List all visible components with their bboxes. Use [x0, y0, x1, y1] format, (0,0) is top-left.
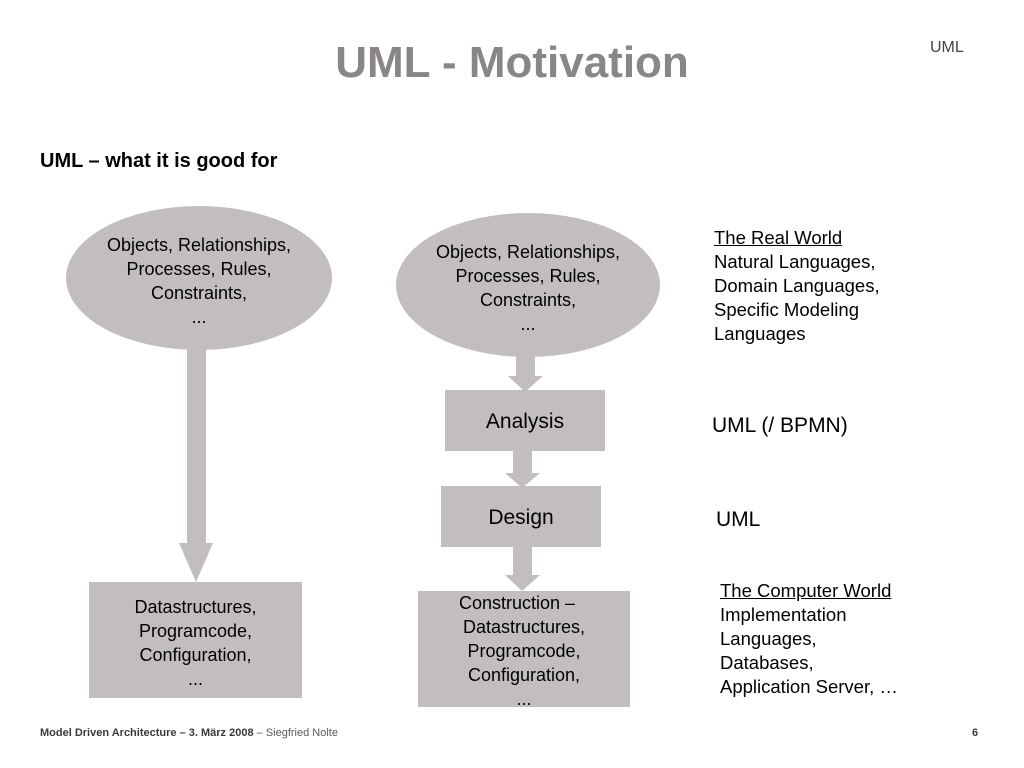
middle-ellipse-line: Processes, Rules,	[455, 266, 601, 286]
design-label: Design	[488, 506, 554, 529]
analysis-note: UML (/ BPMN)	[712, 414, 848, 437]
design-note: UML	[716, 508, 761, 531]
middle-ellipse-line: Constraints,	[479, 290, 577, 310]
middle-ellipse-line: ...	[520, 314, 536, 334]
construction-line: Datastructures,	[462, 617, 586, 637]
left-box-line: ...	[187, 669, 203, 689]
left-ellipse-line: Constraints,	[150, 283, 248, 303]
computer-world-line: Implementation	[720, 604, 847, 625]
left-ellipse-line: Objects, Relationships,	[106, 235, 292, 255]
left-ellipse-line: ...	[191, 307, 207, 327]
left-arrow-shaft	[187, 340, 206, 545]
arrow-analysis-design-head	[505, 473, 540, 488]
left-ellipse-line: Processes, Rules,	[126, 259, 272, 279]
construction-line: ...	[516, 689, 532, 709]
real-world-line: Languages	[714, 323, 806, 344]
analysis-box	[445, 390, 605, 451]
real-world-line: Specific Modeling	[714, 299, 859, 320]
slide-subtitle: UML – what it is good for	[40, 150, 278, 172]
real-world-line: Natural Languages,	[714, 251, 876, 272]
design-box	[441, 486, 601, 547]
left-ellipse-text: Objects, Relationships, Processes, Rules…	[74, 233, 324, 329]
page-number: 6	[972, 727, 979, 739]
computer-world-line: Databases,	[720, 652, 814, 673]
middle-ellipse	[396, 213, 660, 357]
computer-world-block: The Computer World Implementation Langua…	[720, 579, 898, 699]
left-ellipse	[66, 206, 332, 350]
footer-left: Model Driven Architecture – 3. März 2008…	[40, 727, 338, 739]
construction-box-text: Construction – Datastructures, Programco…	[418, 591, 630, 711]
left-box-line: Datastructures,	[134, 597, 257, 617]
analysis-label: Analysis	[485, 410, 565, 433]
arrow-design-construction-shaft	[513, 547, 532, 577]
real-world-block: The Real World Natural Languages, Domain…	[714, 226, 880, 346]
arrow-ellipse-analysis-shaft	[516, 352, 535, 378]
construction-line: Programcode,	[467, 641, 581, 661]
construction-box	[418, 591, 630, 707]
construction-line: Construction –	[458, 593, 576, 613]
real-world-line: Domain Languages,	[714, 275, 880, 296]
middle-ellipse-text: Objects, Relationships, Processes, Rules…	[403, 240, 653, 336]
arrow-analysis-design-shaft	[513, 451, 532, 475]
left-arrow-head	[179, 543, 213, 582]
left-box-line: Configuration,	[139, 645, 252, 665]
computer-world-line: Languages,	[720, 628, 817, 649]
arrow-design-construction-head	[505, 575, 540, 591]
corner-label: UML	[930, 39, 964, 56]
middle-ellipse-line: Objects, Relationships,	[435, 242, 621, 262]
computer-world-heading: The Computer World	[720, 580, 892, 601]
footer-course: Model Driven Architecture – 3. März 2008	[40, 727, 254, 739]
arrow-ellipse-analysis-head	[508, 376, 543, 392]
computer-world-line: Application Server, …	[720, 676, 898, 697]
footer-author: Siegfried Nolte	[265, 727, 338, 739]
footer-separator: –	[253, 727, 266, 739]
slide-title: UML - Motivation	[335, 38, 689, 87]
left-box-text: Datastructures, Programcode, Configurati…	[89, 595, 302, 691]
construction-line: Configuration,	[467, 665, 581, 685]
left-box-line: Programcode,	[138, 621, 253, 641]
real-world-heading: The Real World	[714, 227, 843, 248]
left-box	[89, 582, 302, 698]
